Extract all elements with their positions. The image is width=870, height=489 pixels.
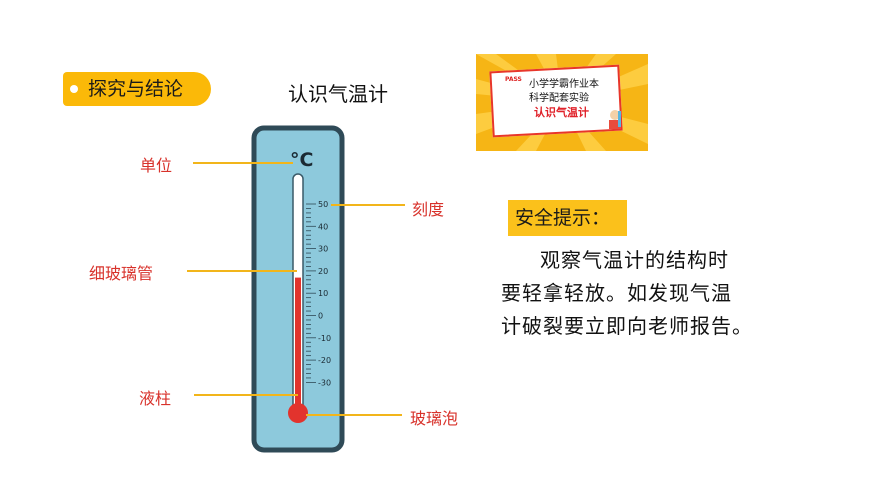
thumbnail-line-2: 科学配套实验 bbox=[529, 93, 589, 104]
tick-label: 30 bbox=[318, 245, 328, 254]
safety-heading: 安全提示： bbox=[515, 207, 611, 229]
safety-line-2: 要轻拿轻放。如发现气温 bbox=[501, 281, 732, 305]
tick-label: -30 bbox=[318, 378, 331, 387]
tick-label: 40 bbox=[318, 222, 328, 231]
tick-label: 50 bbox=[318, 200, 328, 209]
thumbnail-line-1: 小学学霸作业本 bbox=[529, 79, 599, 90]
glass-bulb bbox=[288, 403, 308, 423]
safety-heading-box bbox=[508, 200, 627, 236]
tick-label: 10 bbox=[318, 289, 328, 298]
label-column: 液柱 bbox=[139, 389, 172, 408]
kid-illustration-icon bbox=[609, 110, 621, 129]
safety-line-3: 计破裂要立即向老师报告。 bbox=[501, 314, 753, 338]
thumbnail-logo: PASS bbox=[505, 76, 522, 83]
section-tag-label: 探究与结论 bbox=[88, 78, 184, 100]
leader-bulb bbox=[306, 414, 402, 416]
unit-symbol: °C bbox=[290, 149, 313, 171]
safety-line-1: 观察气温计的结构时 bbox=[540, 248, 729, 272]
label-unit: 单位 bbox=[140, 156, 173, 175]
leader-unit bbox=[193, 162, 293, 164]
page-title: 认识气温计 bbox=[288, 82, 388, 106]
liquid-column bbox=[295, 277, 301, 409]
tick-label: -10 bbox=[318, 334, 331, 343]
tag-dot-icon bbox=[70, 85, 78, 93]
tick-label: 0 bbox=[318, 312, 323, 321]
tick-label: 20 bbox=[318, 267, 328, 276]
thermometer-illustration: °C 50 40 30 20 10 0 -10 -20 -30 bbox=[251, 125, 345, 453]
leader-column bbox=[194, 394, 298, 396]
label-scale: 刻度 bbox=[412, 200, 445, 219]
section-tag bbox=[63, 72, 211, 106]
label-tube: 细玻璃管 bbox=[89, 264, 154, 283]
label-bulb: 玻璃泡 bbox=[410, 409, 459, 428]
tick-label: -20 bbox=[318, 356, 331, 365]
thumbnail-title: 认识气温计 bbox=[534, 106, 589, 119]
leader-scale bbox=[331, 204, 405, 206]
leader-tube bbox=[187, 270, 297, 272]
